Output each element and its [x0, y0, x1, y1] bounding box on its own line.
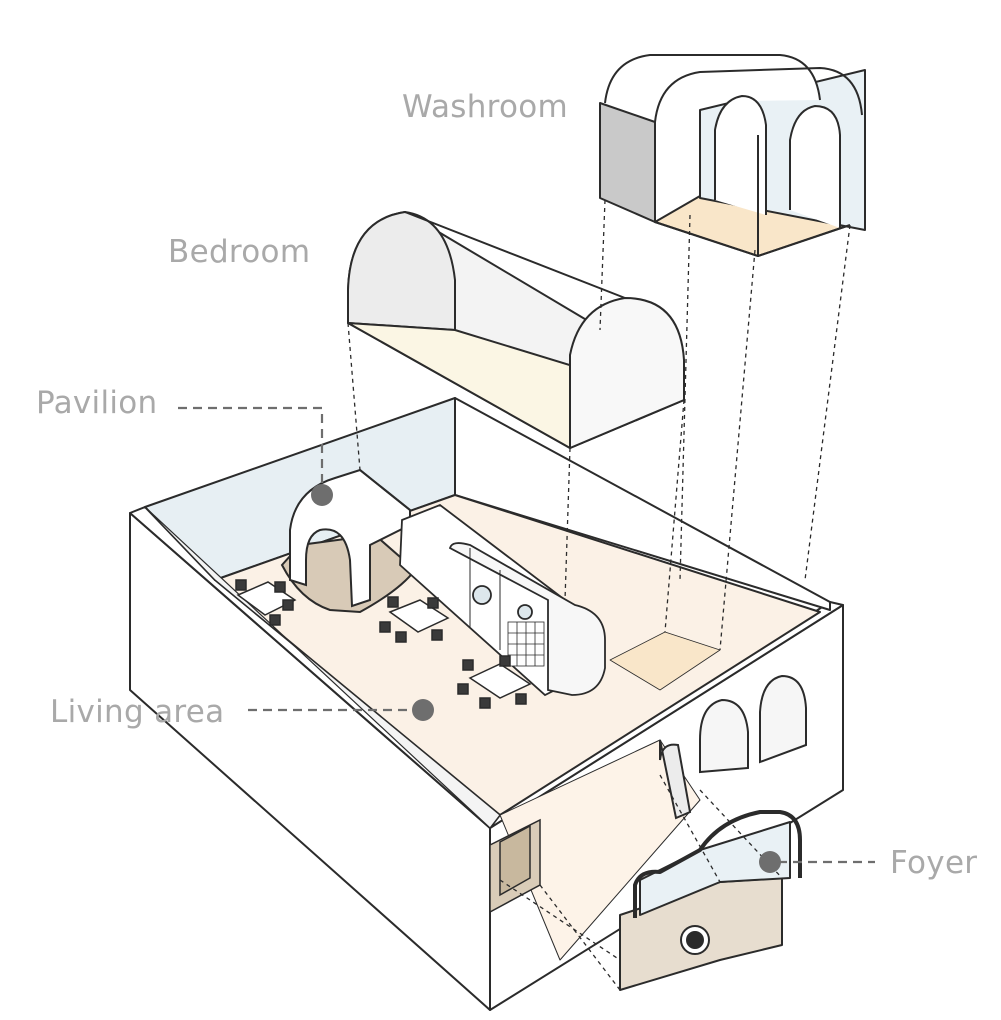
entry-door — [489, 818, 541, 914]
chair-icon — [274, 581, 286, 593]
bedroom-module — [347, 211, 685, 449]
arch-1 — [699, 698, 749, 774]
dining-sets — [235, 579, 532, 709]
front-arches — [659, 674, 807, 820]
chair-icon — [387, 596, 399, 608]
washroom-side-panel — [599, 102, 656, 223]
bedroom-arch-front — [569, 297, 685, 449]
bedroom-label: Bedroom — [168, 234, 311, 270]
chair-icon — [235, 579, 247, 591]
porthole-window-2 — [517, 604, 533, 620]
washroom-rib-1 — [604, 54, 821, 104]
dining-table-icon — [468, 663, 532, 699]
washroom-label: Washroom — [402, 89, 569, 125]
pavilion-dot-marker-icon — [311, 484, 333, 506]
chair-icon — [479, 697, 491, 709]
chair-icon — [282, 599, 294, 611]
arch-3 — [659, 739, 692, 820]
chair-icon — [395, 631, 407, 643]
foyer-dot-marker-icon — [759, 851, 781, 873]
dining-table-icon — [388, 599, 450, 633]
washroom-arch-front — [714, 95, 767, 215]
chair-icon — [431, 629, 443, 641]
washroom-arch-right — [789, 105, 841, 228]
washroom-rib-2 — [654, 67, 863, 123]
kitchen-counter — [399, 503, 606, 697]
chair-icon — [462, 659, 474, 671]
chair-icon — [427, 597, 439, 609]
bedroom-arch-back — [347, 211, 456, 331]
marker-dots — [311, 484, 781, 873]
dining-set-3 — [457, 655, 532, 709]
washroom-module — [599, 54, 866, 257]
pavilion-leader — [178, 406, 324, 490]
dining-table-icon — [236, 581, 297, 616]
projection-lines — [347, 199, 851, 991]
chair-icon — [515, 693, 527, 705]
chair-icon — [499, 655, 511, 667]
living-area-label: Living area — [50, 694, 225, 730]
chair-icon — [379, 621, 391, 633]
foyer-arch — [633, 810, 802, 918]
chair-icon — [269, 614, 281, 626]
dining-set-2 — [379, 596, 450, 643]
living-area-dot-marker-icon — [412, 699, 434, 721]
pavilion-label: Pavilion — [36, 385, 158, 421]
porthole-window-1 — [472, 585, 492, 605]
foyer-label: Foyer — [890, 845, 978, 881]
cabinet-curve — [448, 542, 606, 696]
arch-2 — [759, 674, 807, 764]
grid-shelf — [507, 621, 545, 667]
foyer-module — [619, 810, 802, 991]
leader-lines — [178, 406, 875, 864]
chair-icon — [457, 683, 469, 695]
right-wall — [454, 397, 831, 611]
foyer-floor — [499, 739, 701, 961]
dining-set-1 — [235, 579, 297, 626]
